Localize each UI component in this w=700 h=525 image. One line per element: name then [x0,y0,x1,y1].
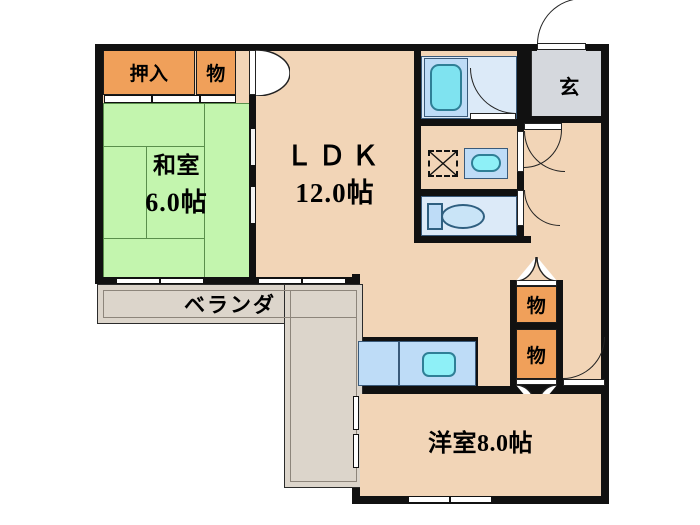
exterior-wall-bottom-washitsu [95,277,360,284]
exterior-wall-top [95,44,531,51]
ldk-door-arc [256,50,290,96]
wall-washitsu-ldk [249,50,256,282]
closet-mono-lower-label: 物 [526,345,547,367]
wall-yoshitsu-top [356,386,608,394]
exterior-wall-top-entry-left [531,44,537,51]
storage-upper-door-arcs [516,257,557,281]
ldk-veranda-window[interactable] [302,278,346,284]
wall-kitchen-right [474,337,478,386]
yoshitsu-west-window[interactable] [353,434,359,468]
wall-storage-left [510,280,517,386]
ldk-name-label: ＬＤＫ [285,140,385,171]
veranda-label: ベランダ [184,293,276,317]
oshiire-sliding-door[interactable] [104,95,152,103]
closet-mono-upper [516,286,557,323]
ldk-size-label: 12.0帖 [295,177,375,208]
hall-door-leaf[interactable] [524,123,562,130]
wall-toilet-bottom [414,236,531,243]
bathtub [430,64,462,111]
washitsu-veranda-window[interactable] [160,278,204,284]
toilet-door-leaf[interactable] [517,190,524,226]
wall-storage-divider [510,322,563,329]
storage-lower-door-leaf[interactable] [516,379,557,385]
wall-kitchen-top [356,337,478,341]
kitchen-counter-divider [398,341,400,386]
tatami-mat-seam [146,146,147,238]
tatami-mat-seam [204,103,205,281]
ldk-door-leaf[interactable] [249,50,256,95]
genkan-floor [531,49,608,122]
wall-toilet-corridor [517,226,524,243]
yoshitsu-west-window[interactable] [353,396,359,430]
washing-machine-cross-icon [429,151,457,176]
veranda-railing-lower [290,290,357,482]
entrance-door-leaf[interactable] [537,43,586,50]
wash-basin [471,154,501,172]
wall-bath-washroom [414,119,524,126]
tatami-mat-seam [103,146,205,147]
closet-mono-upper-label: 物 [526,296,547,317]
washing-machine-space [428,150,458,177]
toilet-bowl [441,204,485,229]
genkan-label: 玄 [559,77,580,99]
yoshitsu-label: 洋室8.0帖 [428,430,533,457]
washroom-door-leaf[interactable] [517,131,524,172]
veranda-area-lower [284,284,363,488]
wall-genkan-left [524,50,531,122]
closet-oshiire-label: 押入 [129,64,169,85]
storage-upper-door-leaf[interactable] [516,280,557,286]
washitsu-veranda-window[interactable] [116,278,160,284]
wall-ldk-bath [414,50,421,242]
exterior-wall-top-right [586,44,608,51]
oshiire-sliding-door[interactable] [152,95,200,103]
wall-genkan-bottom [524,116,608,123]
exterior-wall-right [601,44,609,503]
entrance-door-arc [537,0,586,44]
closet-mono-washitsu-label: 物 [206,64,226,85]
exterior-wall-left [95,44,103,284]
closet-oshiire [103,50,195,95]
washitsu-name-label: 和室 [153,153,200,178]
washitsu-size-label: 6.0帖 [145,187,208,217]
kitchen-sink [422,352,456,377]
washitsu-sliding-door-ldk[interactable] [250,186,256,224]
tatami-mat-seam [103,238,205,239]
yoshitsu-south-window[interactable] [408,496,450,503]
wall-washroom-toilet [414,189,524,196]
wall-bath-corridor [517,50,524,120]
yoshitsu-door-leaf[interactable] [563,379,605,386]
yoshitsu-south-window[interactable] [450,496,492,503]
closet-mono-lower [516,329,557,379]
wall-washroom-corridor-2 [517,172,524,196]
washitsu-sliding-door-ldk[interactable] [250,128,256,166]
yoshitsu-floor [360,394,601,496]
ldk-veranda-window[interactable] [258,278,302,284]
wall-storage-right [556,280,563,386]
wall-washroom-corridor [517,119,524,131]
bathroom-door-leaf[interactable] [470,113,516,120]
mono-washitsu-sliding-door[interactable] [200,95,236,103]
kitchen-counter [358,341,476,386]
